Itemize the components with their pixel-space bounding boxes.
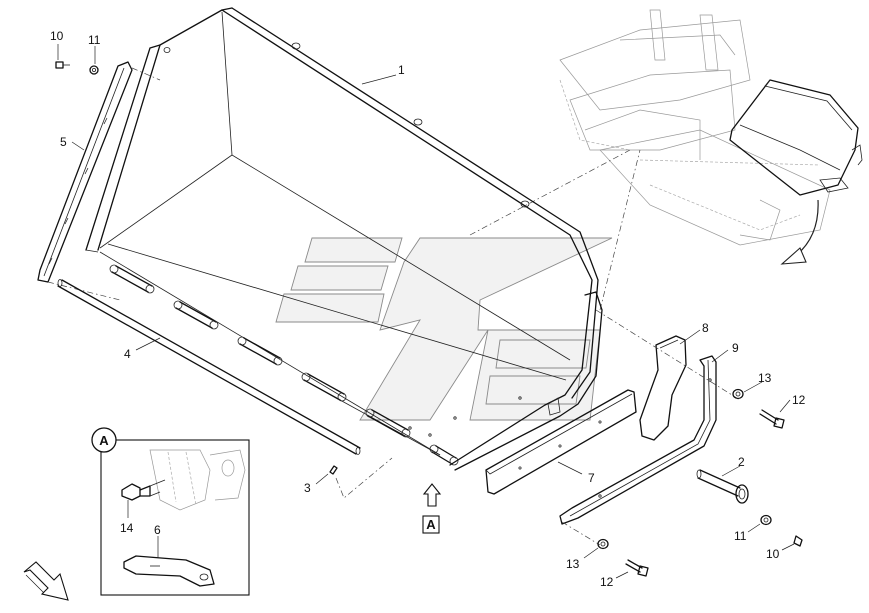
washer-11-upper bbox=[89, 65, 99, 75]
machine-overview bbox=[559, 9, 863, 265]
callout-5: 5 bbox=[60, 135, 67, 149]
callout-11-lower: 11 bbox=[734, 529, 747, 543]
bin-part-1 bbox=[85, 7, 603, 471]
callout-10-upper: 10 bbox=[50, 29, 64, 43]
projection-line bbox=[131, 67, 161, 81]
callout-14: 14 bbox=[120, 521, 134, 535]
callout-12-upper: 12 bbox=[792, 393, 806, 407]
view-marker-a bbox=[422, 483, 442, 534]
strip-part-5 bbox=[37, 61, 133, 283]
callout-9: 9 bbox=[732, 341, 739, 355]
pin-part-3 bbox=[329, 457, 393, 499]
projection-line bbox=[599, 149, 641, 311]
rod-part-4 bbox=[57, 279, 361, 455]
bolt-10-lower bbox=[793, 535, 803, 547]
detail-view-a bbox=[91, 427, 250, 596]
detail-label: A bbox=[99, 433, 109, 448]
pin-part-2 bbox=[696, 469, 749, 504]
bracket-part-9 bbox=[559, 355, 717, 525]
callout-3: 3 bbox=[304, 481, 311, 495]
projection-line bbox=[561, 521, 601, 546]
callout-13-upper: 13 bbox=[758, 371, 772, 385]
callout-4: 4 bbox=[124, 347, 131, 361]
callout-12-lower: 12 bbox=[600, 575, 614, 589]
watermark-logo bbox=[275, 237, 613, 421]
callout-11-upper: 11 bbox=[88, 33, 101, 47]
view-marker-label: A bbox=[426, 517, 436, 532]
callout-6: 6 bbox=[154, 523, 161, 537]
direction-arrow bbox=[23, 561, 69, 601]
projection-line bbox=[595, 309, 741, 401]
bolt-10-upper bbox=[55, 61, 70, 69]
callout-8: 8 bbox=[702, 321, 709, 335]
leader-lines bbox=[57, 44, 795, 579]
callout-13-lower: 13 bbox=[566, 557, 580, 571]
washer-13-lower bbox=[597, 538, 609, 550]
callout-2: 2 bbox=[738, 455, 745, 469]
callout-10-lower: 10 bbox=[766, 547, 780, 561]
projection-line bbox=[47, 281, 121, 301]
pad-part-8 bbox=[639, 335, 687, 441]
washer-11-lower bbox=[760, 514, 772, 526]
plate-part-7 bbox=[485, 389, 637, 495]
callout-1: 1 bbox=[398, 63, 405, 77]
washer-13-upper bbox=[732, 388, 744, 400]
callout-7: 7 bbox=[588, 471, 595, 485]
bolt-12-upper bbox=[759, 409, 785, 429]
projection-line bbox=[469, 149, 631, 236]
hinge-sleeves bbox=[109, 264, 459, 466]
bolt-12-lower bbox=[625, 559, 649, 577]
